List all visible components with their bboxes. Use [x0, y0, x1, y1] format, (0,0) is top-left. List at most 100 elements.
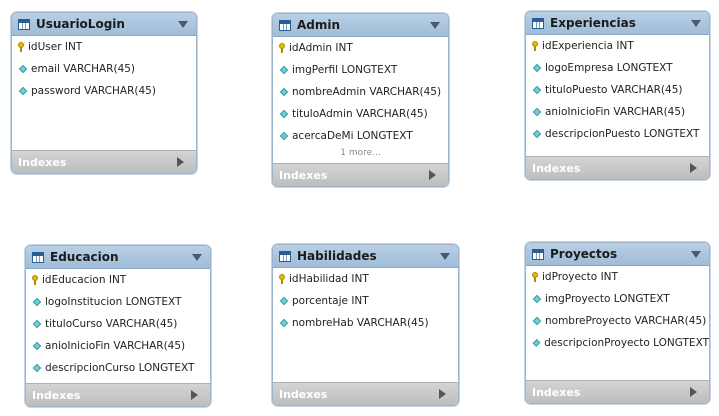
- column-label: descripcionProyecto LONGTEXT: [544, 337, 709, 349]
- column-row[interactable]: email VARCHAR(45): [12, 58, 196, 80]
- column-list: idEducacion INT logoInstitucion LONGTEXT t…: [26, 269, 210, 379]
- expand-arrow-icon[interactable]: [429, 170, 436, 180]
- collapse-toggle-icon[interactable]: [192, 253, 202, 261]
- column-diamond-icon: [532, 85, 542, 95]
- column-row[interactable]: acercaDeMi LONGTEXT: [273, 125, 448, 147]
- collapse-toggle-icon[interactable]: [440, 252, 450, 260]
- column-row[interactable]: idExperiencia INT: [526, 35, 709, 57]
- column-row[interactable]: logoInstitucion LONGTEXT: [26, 291, 210, 313]
- collapse-toggle-icon[interactable]: [691, 19, 701, 27]
- column-label: idEducacion INT: [42, 274, 127, 286]
- column-label: logoInstitucion LONGTEXT: [45, 296, 182, 308]
- column-row[interactable]: nombreProyecto VARCHAR(45): [526, 310, 709, 332]
- column-row[interactable]: idUser INT: [12, 36, 196, 58]
- primary-key-icon: [279, 274, 285, 284]
- column-diamond-icon: [279, 109, 289, 119]
- column-row[interactable]: descripcionCurso LONGTEXT: [26, 357, 210, 379]
- indexes-section[interactable]: Indexes: [273, 163, 448, 186]
- column-label: idProyecto INT: [542, 271, 618, 283]
- table-icon: [18, 18, 30, 30]
- column-row[interactable]: descripcionProyecto LONGTEXT: [526, 332, 709, 354]
- indexes-section[interactable]: Indexes: [26, 383, 210, 406]
- column-diamond-icon: [532, 63, 542, 73]
- table-header[interactable]: Habilidades: [273, 245, 458, 268]
- expand-arrow-icon[interactable]: [690, 387, 697, 397]
- column-label: tituloPuesto VARCHAR(45): [545, 84, 683, 96]
- column-label: idUser INT: [28, 41, 83, 53]
- column-diamond-icon: [32, 363, 42, 373]
- column-list: idAdmin INT imgPerfil LONGTEXT nombreAdmin…: [273, 37, 448, 159]
- column-list: idUser INT email VARCHAR(45) password VARC…: [12, 36, 196, 102]
- column-row[interactable]: tituloAdmin VARCHAR(45): [273, 103, 448, 125]
- table-header[interactable]: Proyectos: [526, 243, 709, 266]
- table-usuariologin[interactable]: UsuarioLogin idUser INT email VARCHAR(45) p…: [11, 12, 197, 174]
- table-title: Admin: [297, 18, 341, 32]
- column-diamond-icon: [279, 65, 289, 75]
- column-list: idExperiencia INT logoEmpresa LONGTEXT tit…: [526, 35, 709, 145]
- column-diamond-icon: [279, 318, 289, 328]
- column-list: idHabilidad INT porcentaje INT nombreHab V…: [273, 268, 458, 334]
- column-row[interactable]: tituloCurso VARCHAR(45): [26, 313, 210, 335]
- column-row[interactable]: nombreHab VARCHAR(45): [273, 312, 458, 334]
- column-label: idExperiencia INT: [542, 40, 634, 52]
- column-row[interactable]: imgProyecto LONGTEXT: [526, 288, 709, 310]
- column-label: imgProyecto LONGTEXT: [545, 293, 670, 305]
- indexes-label: Indexes: [32, 388, 81, 402]
- table-header[interactable]: Experiencias: [526, 12, 709, 35]
- table-admin[interactable]: Admin idAdmin INT imgPerfil LONGTEXT nombre…: [272, 13, 449, 187]
- column-label: imgPerfil LONGTEXT: [292, 64, 398, 76]
- column-row[interactable]: idEducacion INT: [26, 269, 210, 291]
- primary-key-icon: [18, 42, 24, 52]
- indexes-section[interactable]: Indexes: [526, 156, 709, 179]
- table-icon: [279, 250, 291, 262]
- collapse-toggle-icon[interactable]: [691, 250, 701, 258]
- table-title: Experiencias: [550, 16, 636, 30]
- collapse-toggle-icon[interactable]: [430, 21, 440, 29]
- table-title: Proyectos: [550, 247, 618, 261]
- table-icon: [532, 17, 544, 29]
- table-proyectos[interactable]: Proyectos idProyecto INT imgProyecto LONGT…: [525, 242, 710, 404]
- indexes-section[interactable]: Indexes: [526, 380, 709, 403]
- column-list: idProyecto INT imgProyecto LONGTEXT nombre…: [526, 266, 709, 354]
- expand-arrow-icon[interactable]: [177, 157, 184, 167]
- table-header[interactable]: Admin: [273, 14, 448, 37]
- column-row[interactable]: anioInicioFin VARCHAR(45): [526, 101, 709, 123]
- table-educacion[interactable]: Educacion idEducacion INT logoInstitucion …: [25, 245, 211, 407]
- column-label: idAdmin INT: [289, 42, 353, 54]
- indexes-section[interactable]: Indexes: [12, 150, 196, 173]
- column-row[interactable]: idProyecto INT: [526, 266, 709, 288]
- column-label: nombreHab VARCHAR(45): [292, 317, 429, 329]
- column-row[interactable]: password VARCHAR(45): [12, 80, 196, 102]
- table-icon: [279, 19, 291, 31]
- indexes-label: Indexes: [279, 387, 328, 401]
- table-header[interactable]: UsuarioLogin: [12, 13, 196, 36]
- column-row[interactable]: idHabilidad INT: [273, 268, 458, 290]
- expand-arrow-icon[interactable]: [191, 390, 198, 400]
- column-label: tituloCurso VARCHAR(45): [45, 318, 178, 330]
- column-row[interactable]: idAdmin INT: [273, 37, 448, 59]
- column-label: acercaDeMi LONGTEXT: [292, 130, 413, 142]
- table-title: Educacion: [50, 250, 119, 264]
- table-icon: [532, 248, 544, 260]
- column-row[interactable]: anioInicioFin VARCHAR(45): [26, 335, 210, 357]
- column-label: porcentaje INT: [292, 295, 369, 307]
- column-row[interactable]: descripcionPuesto LONGTEXT: [526, 123, 709, 145]
- collapse-toggle-icon[interactable]: [178, 20, 188, 28]
- indexes-label: Indexes: [532, 161, 581, 175]
- more-columns-link[interactable]: 1 more...: [340, 148, 381, 158]
- column-row[interactable]: imgPerfil LONGTEXT: [273, 59, 448, 81]
- expand-arrow-icon[interactable]: [690, 163, 697, 173]
- table-header[interactable]: Educacion: [26, 246, 210, 269]
- expand-arrow-icon[interactable]: [439, 389, 446, 399]
- column-row[interactable]: logoEmpresa LONGTEXT: [526, 57, 709, 79]
- column-row[interactable]: porcentaje INT: [273, 290, 458, 312]
- column-label: password VARCHAR(45): [31, 85, 156, 97]
- indexes-section[interactable]: Indexes: [273, 382, 458, 405]
- column-row[interactable]: tituloPuesto VARCHAR(45): [526, 79, 709, 101]
- column-label: nombreProyecto VARCHAR(45): [545, 315, 707, 327]
- column-row[interactable]: nombreAdmin VARCHAR(45): [273, 81, 448, 103]
- column-diamond-icon: [18, 64, 28, 74]
- column-diamond-icon: [532, 107, 542, 117]
- table-experiencias[interactable]: Experiencias idExperiencia INT logoEmpresa…: [525, 11, 710, 180]
